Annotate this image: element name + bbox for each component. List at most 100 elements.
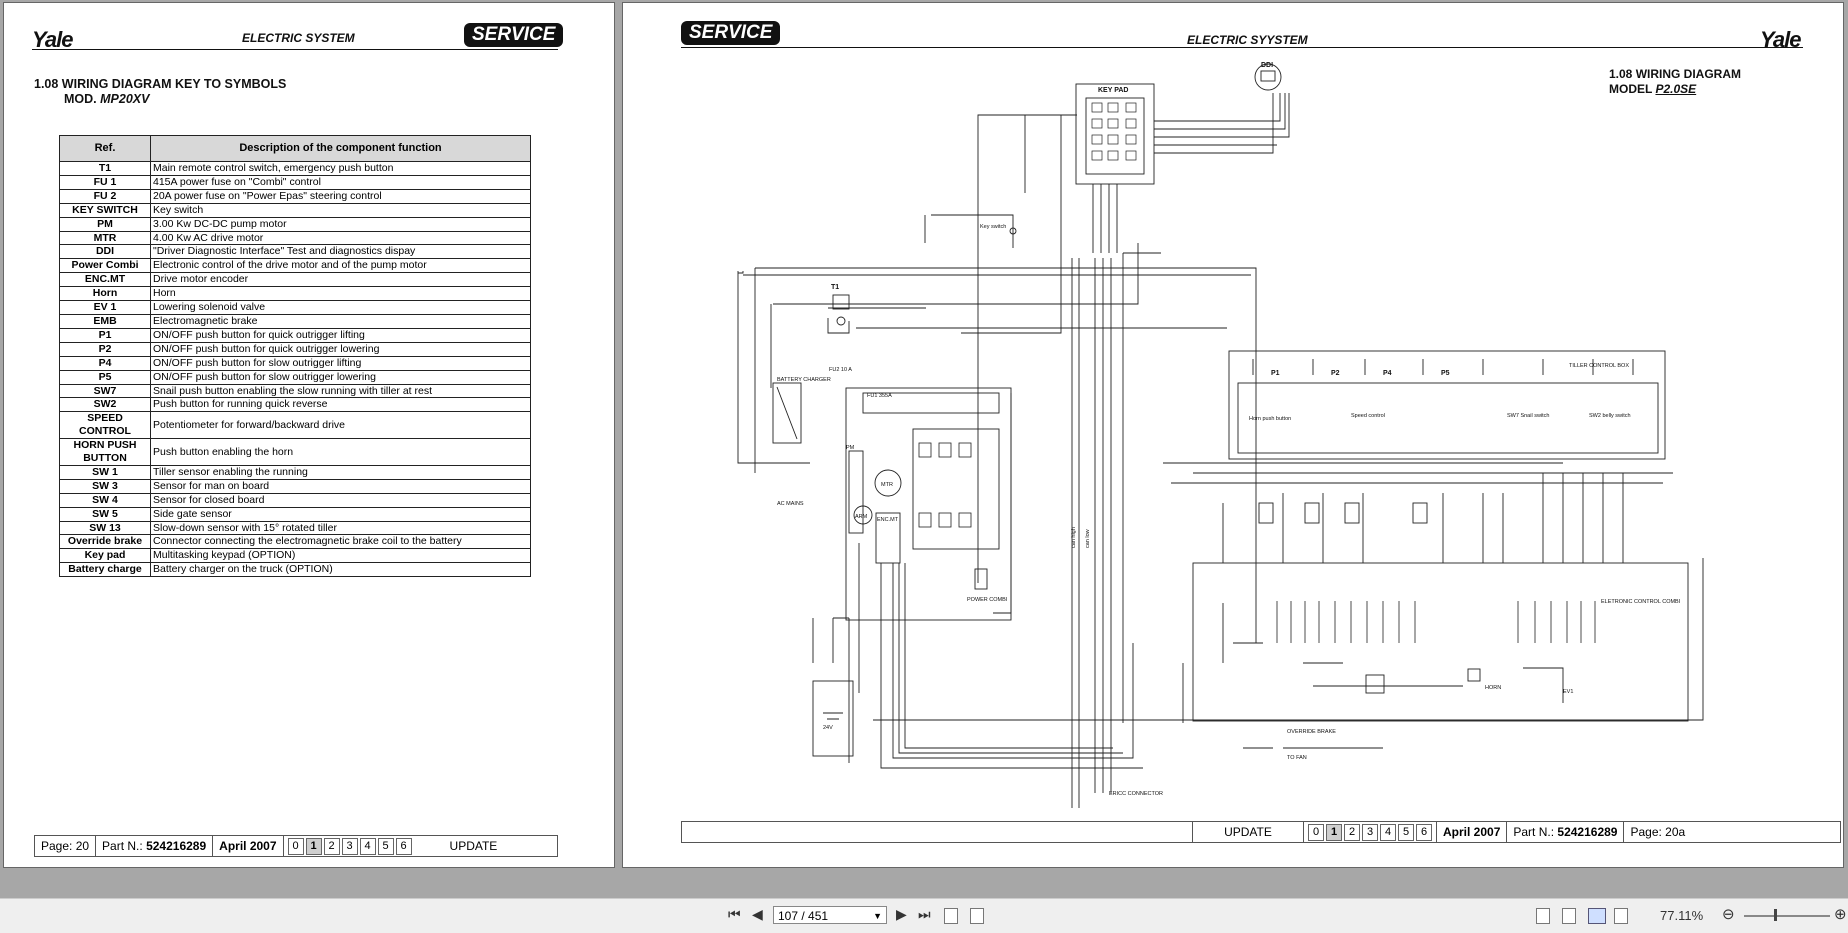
description-cell: Slow-down sensor with 15° rotated tiller (150, 520, 531, 536)
diagram-label: Key switch (980, 224, 1006, 230)
ref-cell: Power Combi (59, 258, 151, 274)
ref-cell: Horn (59, 286, 151, 302)
description-cell: 3.00 Kw DC-DC pump motor (150, 216, 531, 232)
description-cell: Lowering solenoid valve (150, 300, 531, 315)
model-prefix: MOD. (64, 92, 97, 106)
description-cell: 415A power fuse on "Combi" control (150, 174, 531, 190)
continuous-view-icon[interactable] (1562, 908, 1576, 924)
description-cell: Push button enabling the horn (150, 438, 531, 466)
single-page-view-icon[interactable] (1536, 908, 1550, 924)
zoom-slider-handle[interactable] (1774, 909, 1777, 921)
diagram-label: ENC.MT (877, 517, 899, 523)
description-cell: 4.00 Kw AC drive motor (150, 230, 531, 246)
diagram-label: DDI (1261, 62, 1273, 69)
ref-cell: Key pad (59, 548, 151, 564)
ref-cell: SW 13 (59, 520, 151, 536)
symbols-key-table: Ref. Description of the component functi… (59, 135, 531, 578)
first-page-button[interactable]: ⏮ (728, 906, 741, 922)
footer-date: April 2007 (213, 836, 284, 856)
zoom-slider-track[interactable] (1744, 915, 1830, 917)
wiring-diagram: KEY PAD DDI Key switch T1 BATTERY CHARGE… (737, 62, 1704, 808)
footer-update-numbers: 0 1 2 3 4 5 6 (1304, 822, 1437, 842)
yale-logo: Yale (32, 27, 73, 52)
footer-part: Part N.: 524216289 (1507, 822, 1625, 842)
page-number-input[interactable]: 107 / 451 ▼ (773, 906, 887, 924)
zoom-in-icon[interactable]: ⊕ (1834, 906, 1847, 923)
right-page-footer: UPDATE 0 1 2 3 4 5 6 April 2007 Part N.:… (681, 821, 1841, 843)
ref-cell: SW 5 (59, 506, 151, 522)
paste-icon[interactable] (970, 908, 984, 924)
description-cell: Side gate sensor (150, 506, 531, 522)
ref-cell: T1 (59, 161, 151, 176)
ref-cell: SPEED CONTROL (59, 411, 151, 440)
ref-cell: FU 1 (59, 174, 151, 190)
ref-cell: HORN PUSH BUTTON (59, 438, 151, 466)
two-page-view-icon[interactable] (1588, 908, 1606, 924)
diagram-label: SW2 belly switch (1589, 413, 1631, 419)
last-page-button[interactable]: ⏭ (918, 906, 931, 922)
footer-blank-cell (682, 822, 1193, 842)
header-rule (32, 49, 558, 50)
model-name: MP20XV (100, 92, 150, 106)
update-num-selected: 1 (305, 837, 322, 855)
description-cell: Tiller sensor enabling the running (150, 464, 531, 480)
description-cell: Push button for running quick reverse (150, 397, 531, 413)
table-header-row: Ref. Description of the component functi… (59, 135, 531, 162)
diagram-label: Horn push button (1249, 416, 1291, 422)
diagram-label: KEY PAD (1098, 87, 1128, 94)
diagram-label: T1 (831, 284, 839, 291)
diagram-label: ERICC CONNECTOR (1109, 791, 1163, 797)
diagram-label: EV1 (1563, 689, 1573, 695)
description-cell: Battery charger on the truck (OPTION) (150, 562, 531, 578)
diagram-model-line: MODEL P2.0SE (1609, 82, 1696, 96)
update-num: 5 (1398, 823, 1414, 841)
model-name: P2.0SE (1655, 82, 1697, 96)
diagram-label: P4 (1383, 370, 1392, 377)
right-document-page: SERVICE ELECTRIC SYYSTEM Yale 1.08 WIRIN… (622, 2, 1844, 868)
power-combi-box (845, 387, 1012, 621)
copy-icon[interactable] (944, 908, 958, 924)
footer-update-numbers: 0 1 2 3 4 5 6 (284, 836, 416, 856)
fit-view-icon[interactable] (1614, 908, 1628, 924)
description-cell: ON/OFF push button for quick outrigger l… (150, 341, 531, 357)
description-cell: Potentiometer for forward/backward drive (150, 411, 531, 440)
ref-cell: P2 (59, 341, 151, 357)
diagram-label: TO FAN (1287, 755, 1307, 761)
tiller-control-box (1228, 350, 1666, 460)
update-num: 4 (1380, 823, 1396, 841)
chevron-down-icon[interactable]: ▼ (873, 911, 882, 921)
diagram-label: POWER COMBI (967, 597, 1008, 603)
footer-part-number: 524216289 (1557, 825, 1618, 839)
diagram-label: P1 (1271, 370, 1280, 377)
zoom-level[interactable]: 77.11% (1660, 908, 1704, 923)
description-cell: Key switch (150, 202, 531, 218)
ref-cell: MTR (59, 230, 151, 246)
previous-page-button[interactable]: ◀ (752, 906, 763, 922)
next-page-button[interactable]: ▶ (896, 906, 907, 922)
keypad-box (1075, 83, 1155, 185)
update-num: 6 (395, 837, 412, 855)
footer-part-label: Part N.: (102, 839, 143, 853)
left-document-page: Yale ELECTRIC SYSTEM SERVICE 1.08 WIRING… (3, 2, 615, 868)
ref-cell: P4 (59, 355, 151, 371)
ref-cell: EV 1 (59, 300, 151, 315)
description-column-header: Description of the component function (150, 135, 531, 162)
footer-page: Page: 20a (1630, 825, 1686, 839)
zoom-out-icon[interactable]: ⊖ (1722, 906, 1735, 923)
diagram-label: SW7 Snail switch (1507, 413, 1550, 419)
section-title: 1.08 WIRING DIAGRAM KEY TO SYMBOLS (34, 77, 287, 91)
diagram-title: 1.08 WIRING DIAGRAM (1609, 67, 1742, 81)
ref-cell: P5 (59, 369, 151, 385)
